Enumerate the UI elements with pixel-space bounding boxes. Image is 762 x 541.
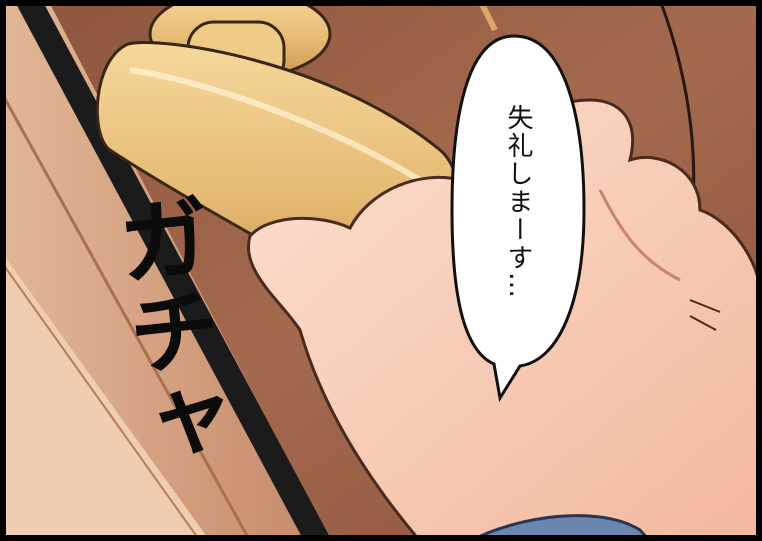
hand-knuckle-line [689, 315, 717, 331]
door-frame-edge-line [0, 259, 201, 541]
door-seal-stripe [14, 0, 332, 541]
sound-effect-text: ガチャ [98, 188, 234, 474]
hand-knuckle-line [598, 189, 681, 282]
door-frame-edge-line [0, 89, 252, 541]
speech-bubble [450, 34, 586, 403]
door-frame-light [0, 250, 210, 541]
lever-handle-highlight [129, 67, 422, 183]
speech-bubble-text: 失礼しまーす… [503, 104, 533, 300]
sleeve [469, 514, 653, 541]
hand-knuckle-line [689, 299, 721, 313]
